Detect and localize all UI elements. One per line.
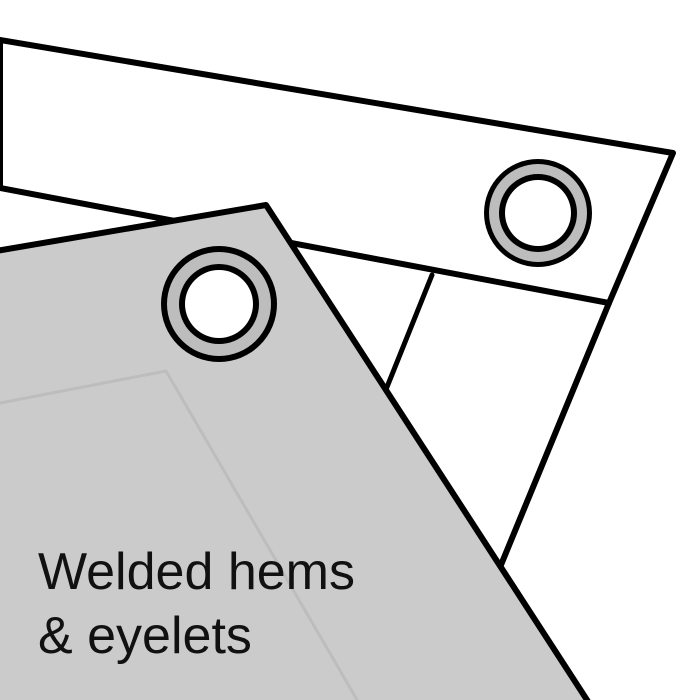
eyelet-icon — [161, 246, 277, 362]
back-tarp-hem-seam — [382, 272, 435, 395]
front-tarp-body — [0, 202, 591, 700]
caption-line-1: Welded hems — [38, 543, 355, 601]
back-tarp — [0, 37, 676, 643]
front-tarp-hem-line — [0, 369, 359, 700]
front-tarp — [0, 202, 591, 700]
caption-title: Welded hems & eyelets — [38, 540, 355, 668]
eyelet-icon — [484, 159, 592, 267]
caption-line-2: & eyelets — [38, 607, 252, 665]
